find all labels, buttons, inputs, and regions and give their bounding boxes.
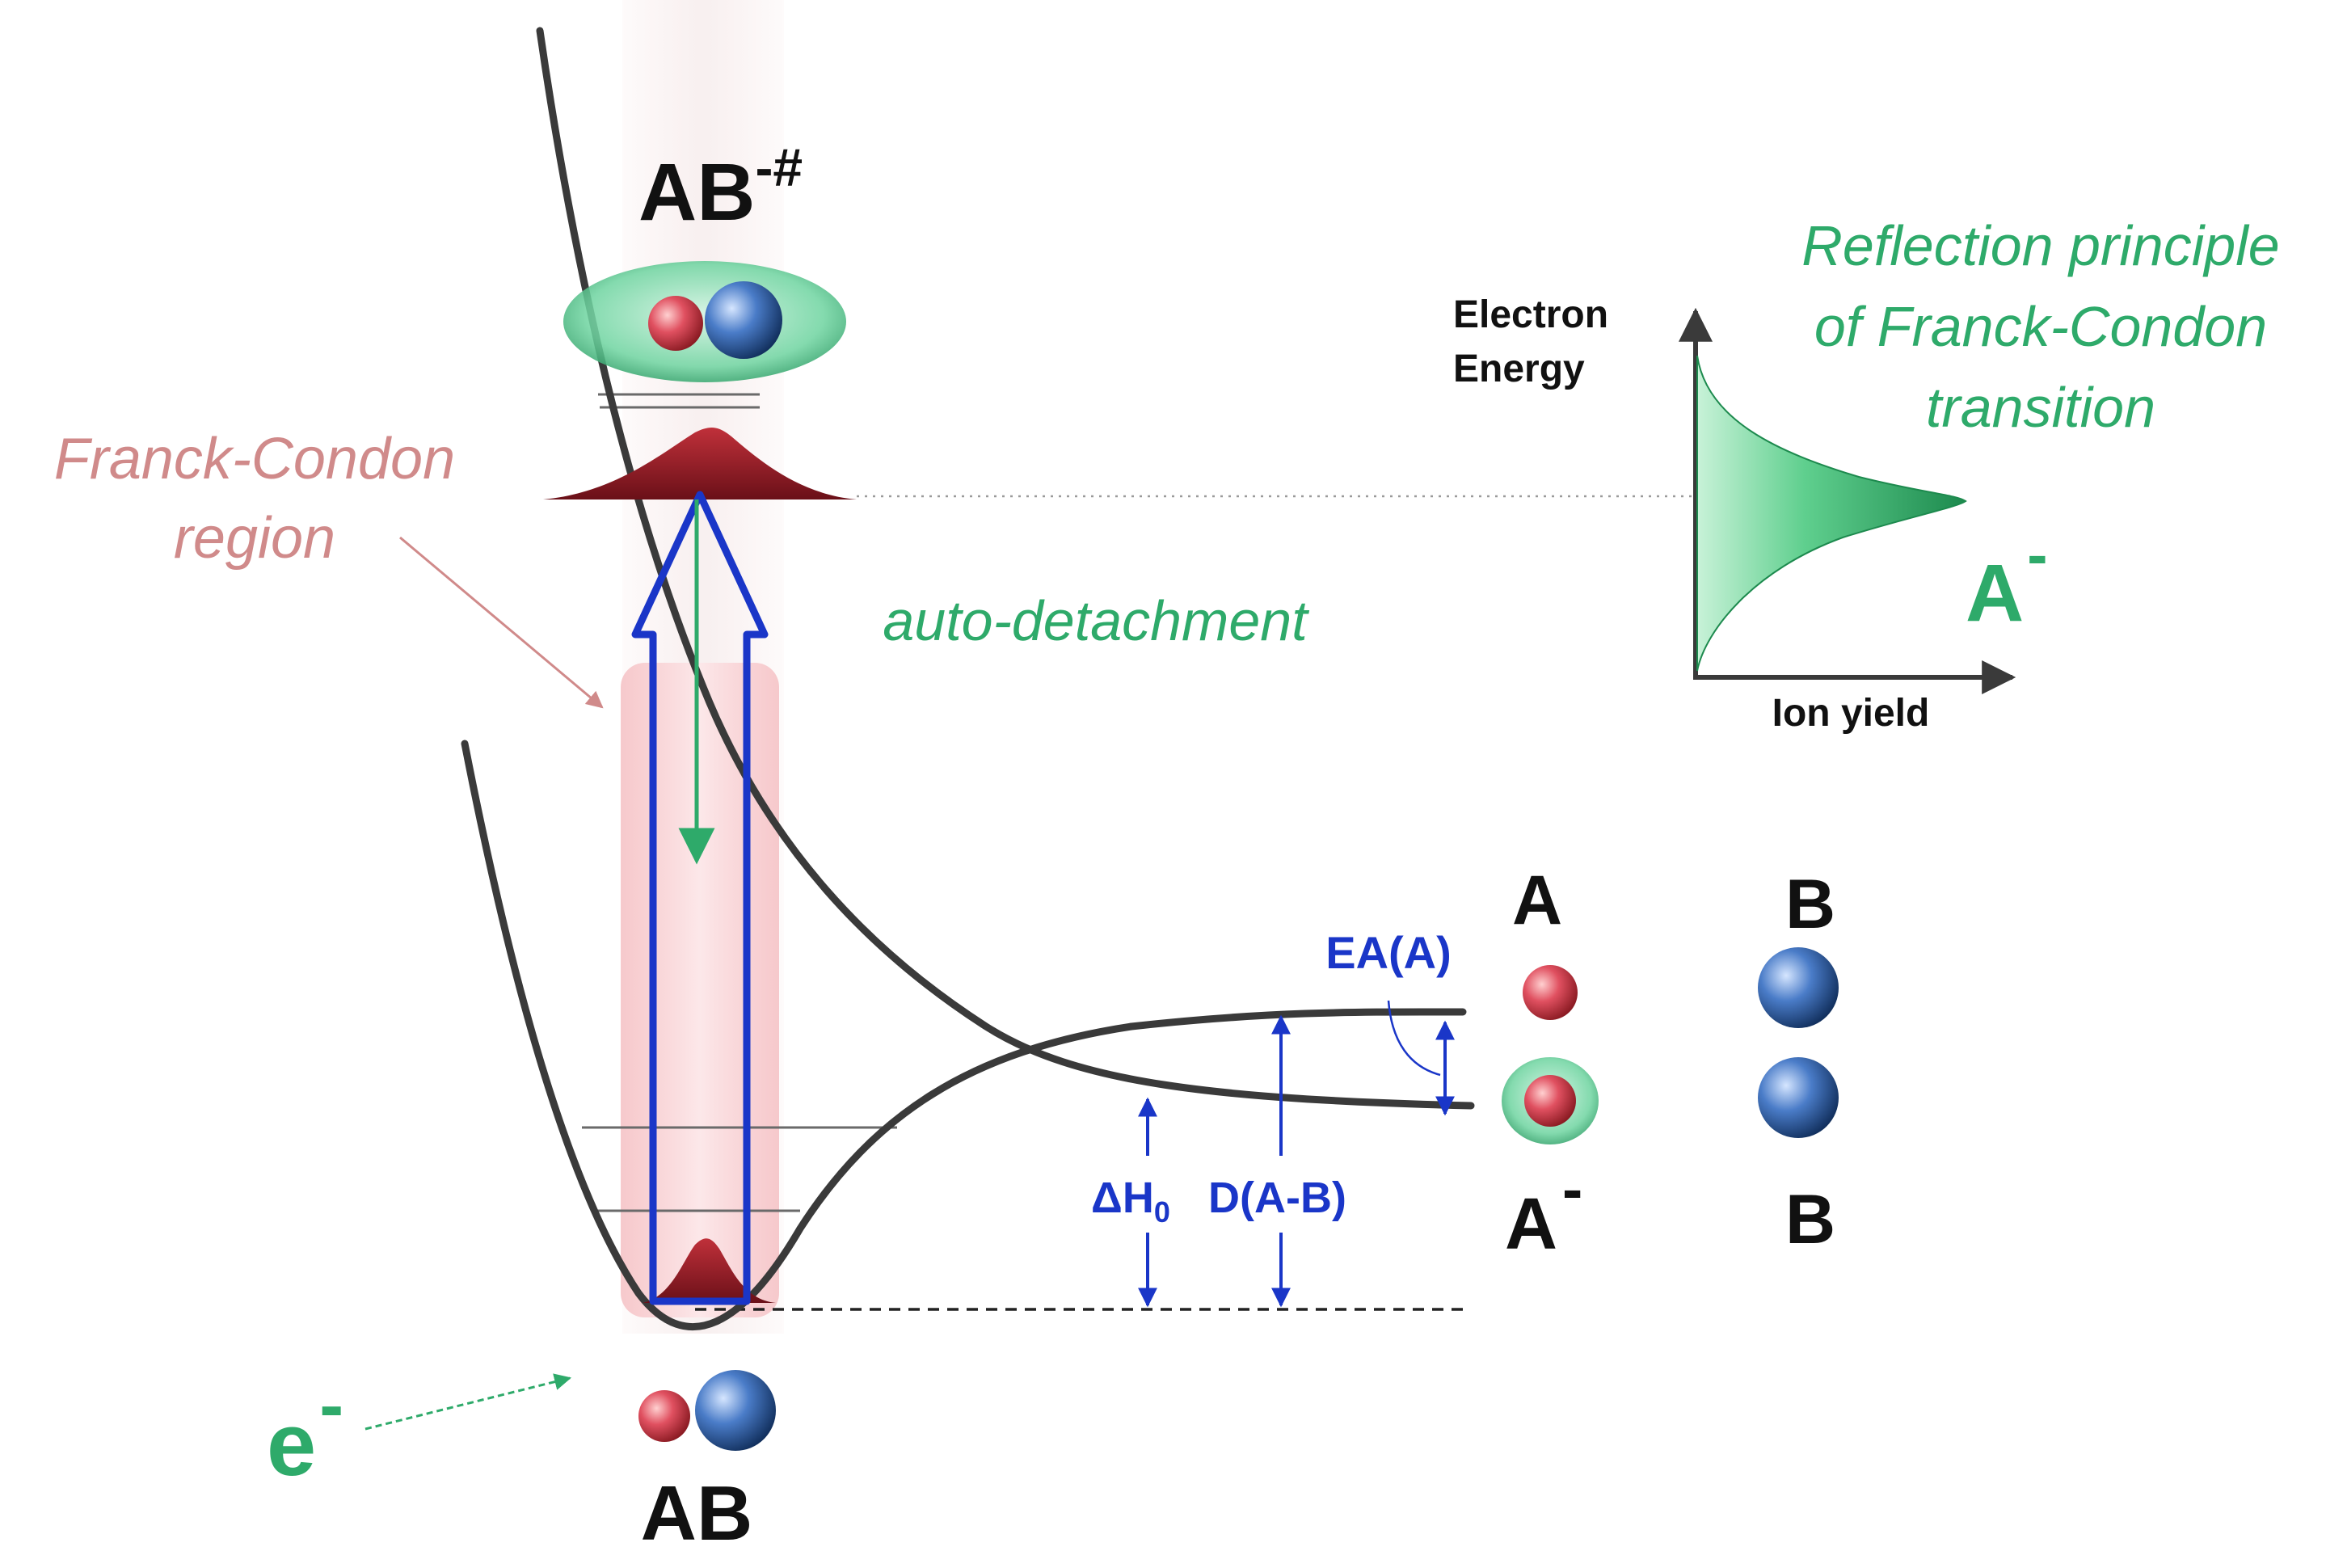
atom-a-top xyxy=(1523,965,1578,1020)
ab-ground-label: AB xyxy=(641,1470,753,1557)
anion-a-atom xyxy=(1524,1075,1576,1127)
dissociation-label: D(A-B) xyxy=(1208,1174,1346,1222)
ground-molecule xyxy=(638,1370,776,1451)
ground-wavepacket xyxy=(643,1238,776,1303)
reflection-label-line3: transition xyxy=(1926,376,2155,439)
ea-leader-line xyxy=(1387,1000,1441,1077)
excited-wavepacket xyxy=(543,427,857,499)
atom-a-red xyxy=(648,296,703,351)
atom-b-top-label: B xyxy=(1785,866,1835,943)
electron-label: e- xyxy=(267,1365,343,1494)
electron-arrow xyxy=(364,1373,572,1431)
atom-b-top xyxy=(1758,947,1839,1028)
ea-label: EA(A) xyxy=(1325,927,1452,978)
electron-energy-label-line1: Electron xyxy=(1453,293,1608,336)
excited-molecule-halo xyxy=(563,261,846,382)
anion-a-bottom-label: A- xyxy=(1505,1155,1582,1265)
franck-condon-column xyxy=(621,663,779,1317)
anion-a-inset-label: A- xyxy=(1966,521,2048,639)
ab-excited-label: AB-# xyxy=(638,137,803,238)
franck-condon-pointer-arrow xyxy=(399,536,604,709)
franck-condon-label-line2: region xyxy=(174,506,335,571)
atom-a-label: A xyxy=(1512,862,1562,939)
auto-detachment-label: auto-detachment xyxy=(883,589,1309,652)
excitation-arrow[interactable] xyxy=(631,491,769,1305)
franck-condon-label-line1: Franck-Condon xyxy=(54,427,455,491)
atom-b-blue xyxy=(705,281,782,359)
atom-b-bottom-label: B xyxy=(1785,1181,1835,1258)
reflection-label-line1: Reflection principle xyxy=(1801,214,2279,277)
ion-yield-distribution xyxy=(1696,355,1967,672)
atom-b-blue xyxy=(695,1370,776,1451)
delta-h-label: ΔH0 xyxy=(1091,1174,1170,1229)
atom-b-bottom xyxy=(1758,1057,1839,1138)
ion-yield-label: Ion yield xyxy=(1772,692,1930,735)
neutral-ground-curve xyxy=(461,740,1467,1330)
reflection-label-line2: of Franck-Condon xyxy=(1814,295,2267,358)
electron-energy-label-line2: Energy xyxy=(1453,348,1585,390)
atom-a-red xyxy=(638,1390,690,1442)
excited-molecule xyxy=(563,261,846,382)
reflection-inset xyxy=(1679,307,2016,694)
